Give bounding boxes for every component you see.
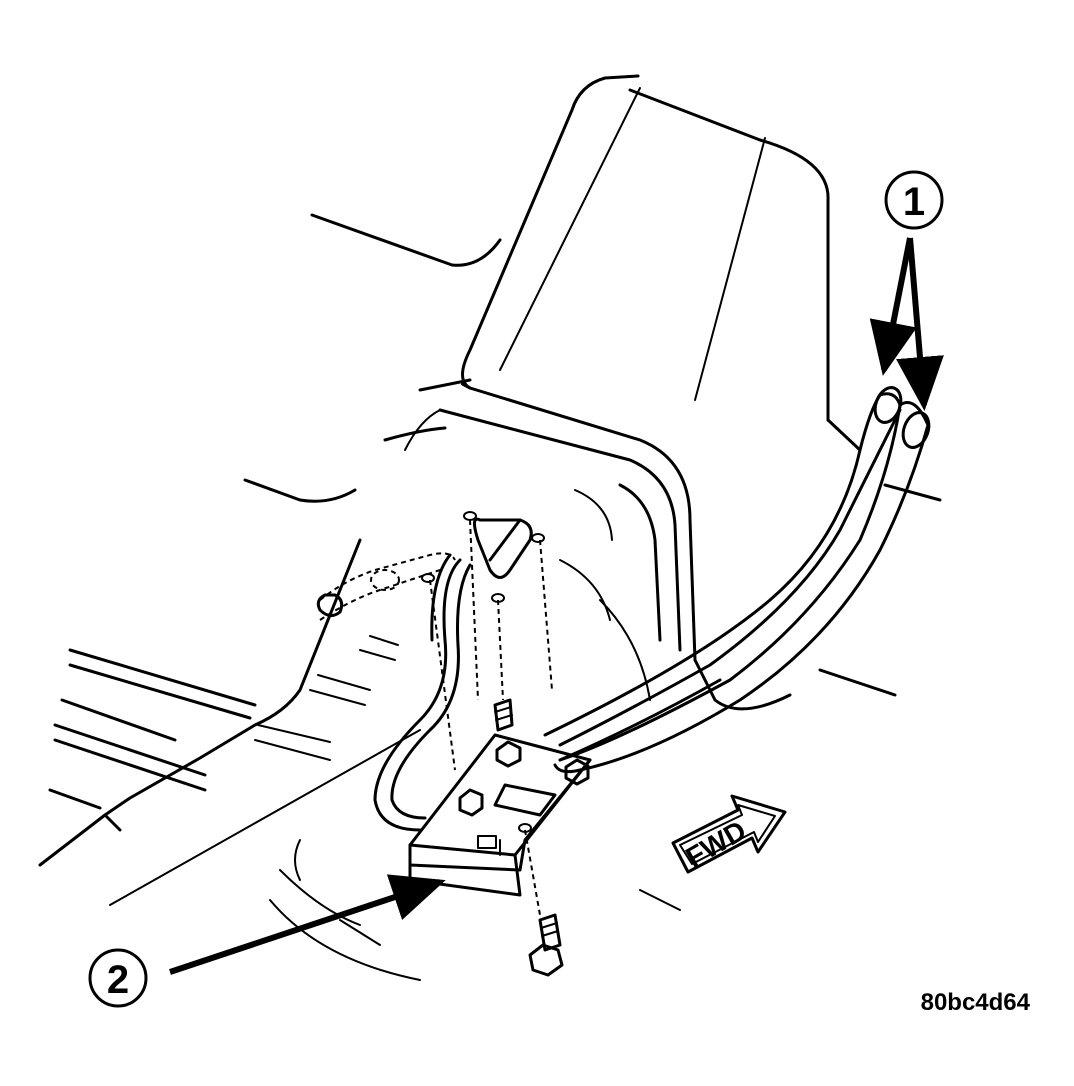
fwd-direction-arrow: FWD [671, 794, 787, 874]
callout-1: 1 [869, 170, 944, 411]
callout-2-arrow [169, 874, 446, 975]
callout-2-label: 2 [107, 958, 129, 1002]
callout-1-arrow-right [896, 237, 944, 411]
callout-2-circle [88, 948, 148, 1008]
callout-1-circle [884, 170, 944, 230]
callout-1-label: 1 [903, 180, 925, 224]
callout-1-arrow-left [869, 237, 917, 376]
mounting-bracket [408, 733, 592, 897]
floor-panel [38, 213, 942, 981]
fuel-lines [316, 552, 472, 832]
fuel-hoses [543, 386, 931, 774]
bolt [458, 698, 590, 977]
callout-2: 2 [88, 874, 446, 1008]
fastener-centerlines [421, 511, 553, 916]
figure-id: 80bc4d64 [921, 989, 1031, 1016]
fwd-label: FWD [681, 814, 752, 873]
fuel-tank [404, 74, 862, 711]
